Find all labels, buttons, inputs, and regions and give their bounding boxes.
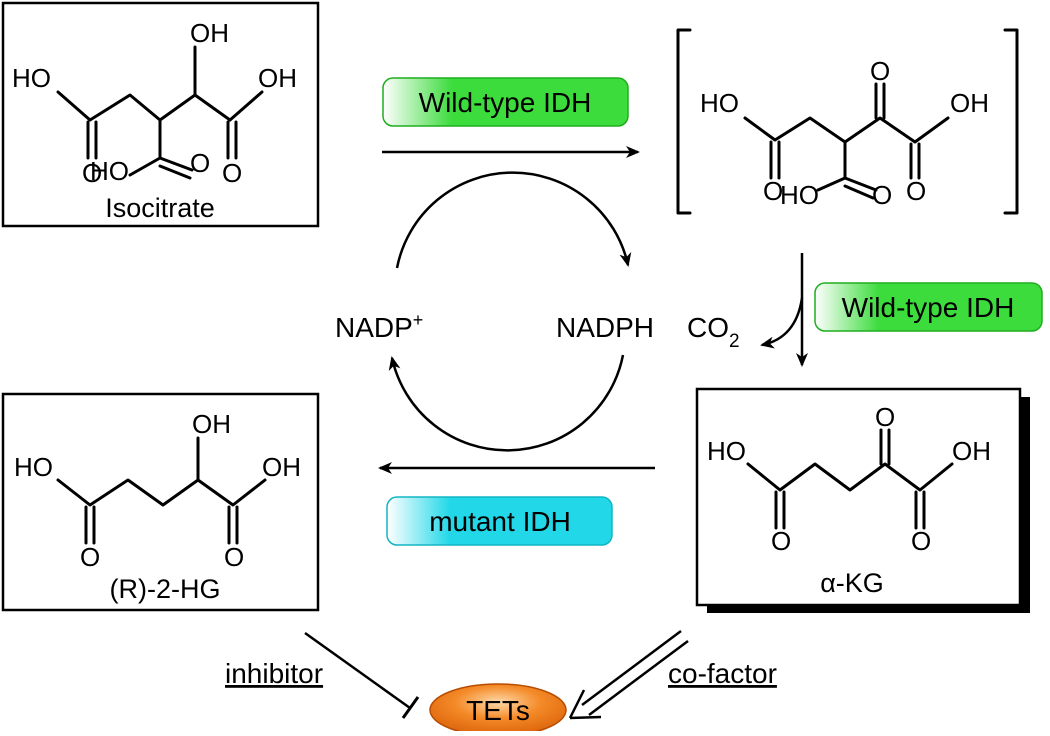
wildtype-idh-right-pill: Wild-type IDH	[814, 282, 1043, 332]
cycle-top-nadp-to-nadph	[395, 171, 632, 269]
isocitrate-ho-left: HO	[12, 63, 51, 93]
nadph-label: NADPH	[556, 312, 654, 343]
cycle-bottom-nadph-to-nadp	[388, 354, 625, 452]
isocitrate-ho-bottom: HO	[90, 156, 129, 186]
oxalosuccinate-o-right: O	[906, 176, 926, 206]
inhibition-bar	[401, 696, 420, 719]
co2-label: CO2	[687, 312, 740, 352]
oxalosuccinate-structure: HO O OH O O HO O	[676, 28, 1019, 215]
tets-label: TETs	[466, 695, 530, 726]
isocitrate-oh-top: OH	[190, 18, 229, 48]
mutant-idh-bg	[386, 496, 613, 546]
oxalosuccinate-o-left: O	[763, 176, 783, 206]
nadp-plus-label: NADP+	[335, 310, 423, 343]
akg-o-left: O	[771, 526, 791, 556]
oxalosuccinate-ho-bottom: HO	[780, 180, 819, 210]
wildtype-idh-top-pill: Wild-type IDH	[382, 77, 629, 127]
isocitrate-bonds	[56, 90, 162, 122]
wildtype-idh-right-bg	[814, 282, 1043, 332]
r2hg-ho-left: HO	[14, 452, 53, 482]
akg-ho-left: HO	[707, 436, 746, 466]
arrow-co2-release	[760, 297, 804, 349]
bracket-right	[1003, 28, 1019, 215]
wildtype-idh-right-label: Wild-type IDH	[842, 292, 1015, 323]
isocitrate-o-left: O	[82, 158, 102, 188]
r2hg-oh-top: OH	[192, 409, 231, 439]
wildtype-idh-top-bg	[382, 77, 629, 127]
cofactor-label: co-factor	[668, 658, 777, 689]
r2hg-o-left: O	[80, 542, 100, 572]
bracket-left	[676, 28, 692, 215]
isocitrate-o-bottom: O	[190, 148, 210, 178]
mutant-idh-pill: mutant IDH	[386, 496, 613, 546]
isocitrate-o-right: O	[222, 158, 242, 188]
inhibition-line	[304, 631, 411, 710]
tets-ellipse	[429, 683, 567, 736]
isocitrate-oh-right: OH	[258, 63, 297, 93]
akg-o-top: O	[875, 402, 895, 432]
akg-o-right: O	[911, 526, 931, 556]
oxalosuccinate-o-top: O	[870, 56, 890, 86]
wildtype-idh-top-label: Wild-type IDH	[419, 87, 592, 118]
akg-structure: HO O OH O O α-KG	[695, 387, 1030, 613]
mutant-idh-label: mutant IDH	[429, 506, 571, 537]
akg-box	[695, 387, 1022, 607]
tets-node: TETs	[429, 683, 567, 736]
oxalosuccinate-oh-right: OH	[950, 88, 989, 118]
isocitrate-label: Isocitrate	[105, 193, 215, 223]
oxalosuccinate-ho-left: HO	[700, 88, 739, 118]
isocitrate-box	[1, 1, 320, 228]
r2hg-o-right: O	[224, 542, 244, 572]
inhibitor-label: inhibitor	[225, 658, 323, 689]
r2hg-label: (R)-2-HG	[110, 574, 221, 604]
r2hg-oh-right: OH	[262, 452, 301, 482]
oxalosuccinate-o-bottom: O	[872, 180, 892, 210]
r2hg-structure: OH HO OH O O (R)-2-HG	[1, 392, 320, 612]
akg-label: α-KG	[820, 568, 884, 598]
cofactor-double-arrow	[568, 629, 689, 720]
isocitrate-structure: OH HO OH O O HO O Isocitrate	[1, 1, 320, 228]
akg-oh-right: OH	[952, 436, 991, 466]
